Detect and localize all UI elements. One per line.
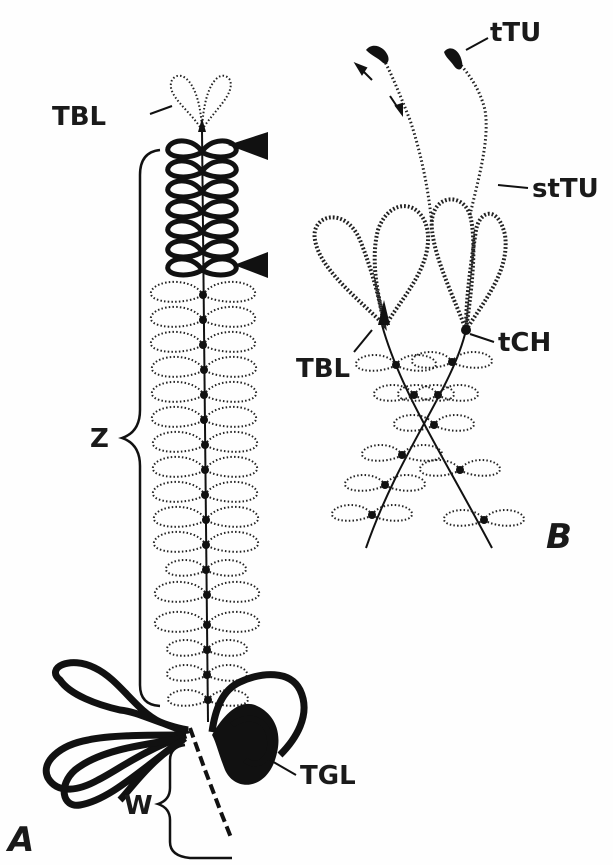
label-w: W [124, 793, 153, 819]
tbl-loops-b [315, 199, 506, 330]
label-sttu: stTU [532, 176, 599, 202]
panel-label-b: B [546, 520, 572, 554]
label-z: Z [90, 426, 109, 452]
tip-left [366, 46, 389, 64]
tgl-loop-left [46, 663, 188, 806]
label-tgl: TGL [300, 763, 356, 789]
tbl-loops-a [171, 76, 231, 132]
double-arrow [356, 64, 402, 114]
tbl-b-leader [354, 330, 372, 352]
transcription-units-b [384, 60, 486, 225]
tch-knob [461, 325, 471, 335]
panel-label-a: A [8, 823, 34, 857]
ttu-leader [466, 38, 488, 50]
lateral-loops-b [332, 352, 524, 526]
label-tbl-b: TBL [296, 356, 350, 382]
tip-right [444, 48, 462, 69]
axes-b [366, 325, 492, 548]
label-ttu: tTU [490, 20, 541, 46]
tgl-leader [270, 760, 296, 775]
w-brace [158, 745, 232, 858]
label-tbl-a: TBL [52, 104, 106, 130]
arrowhead-marker [234, 252, 268, 278]
tch-leader [470, 334, 494, 342]
label-tch: tCH [498, 330, 551, 356]
sttu-leader [498, 185, 528, 188]
tgl-loop-right [212, 675, 304, 785]
tbl-a-leader [150, 106, 172, 114]
